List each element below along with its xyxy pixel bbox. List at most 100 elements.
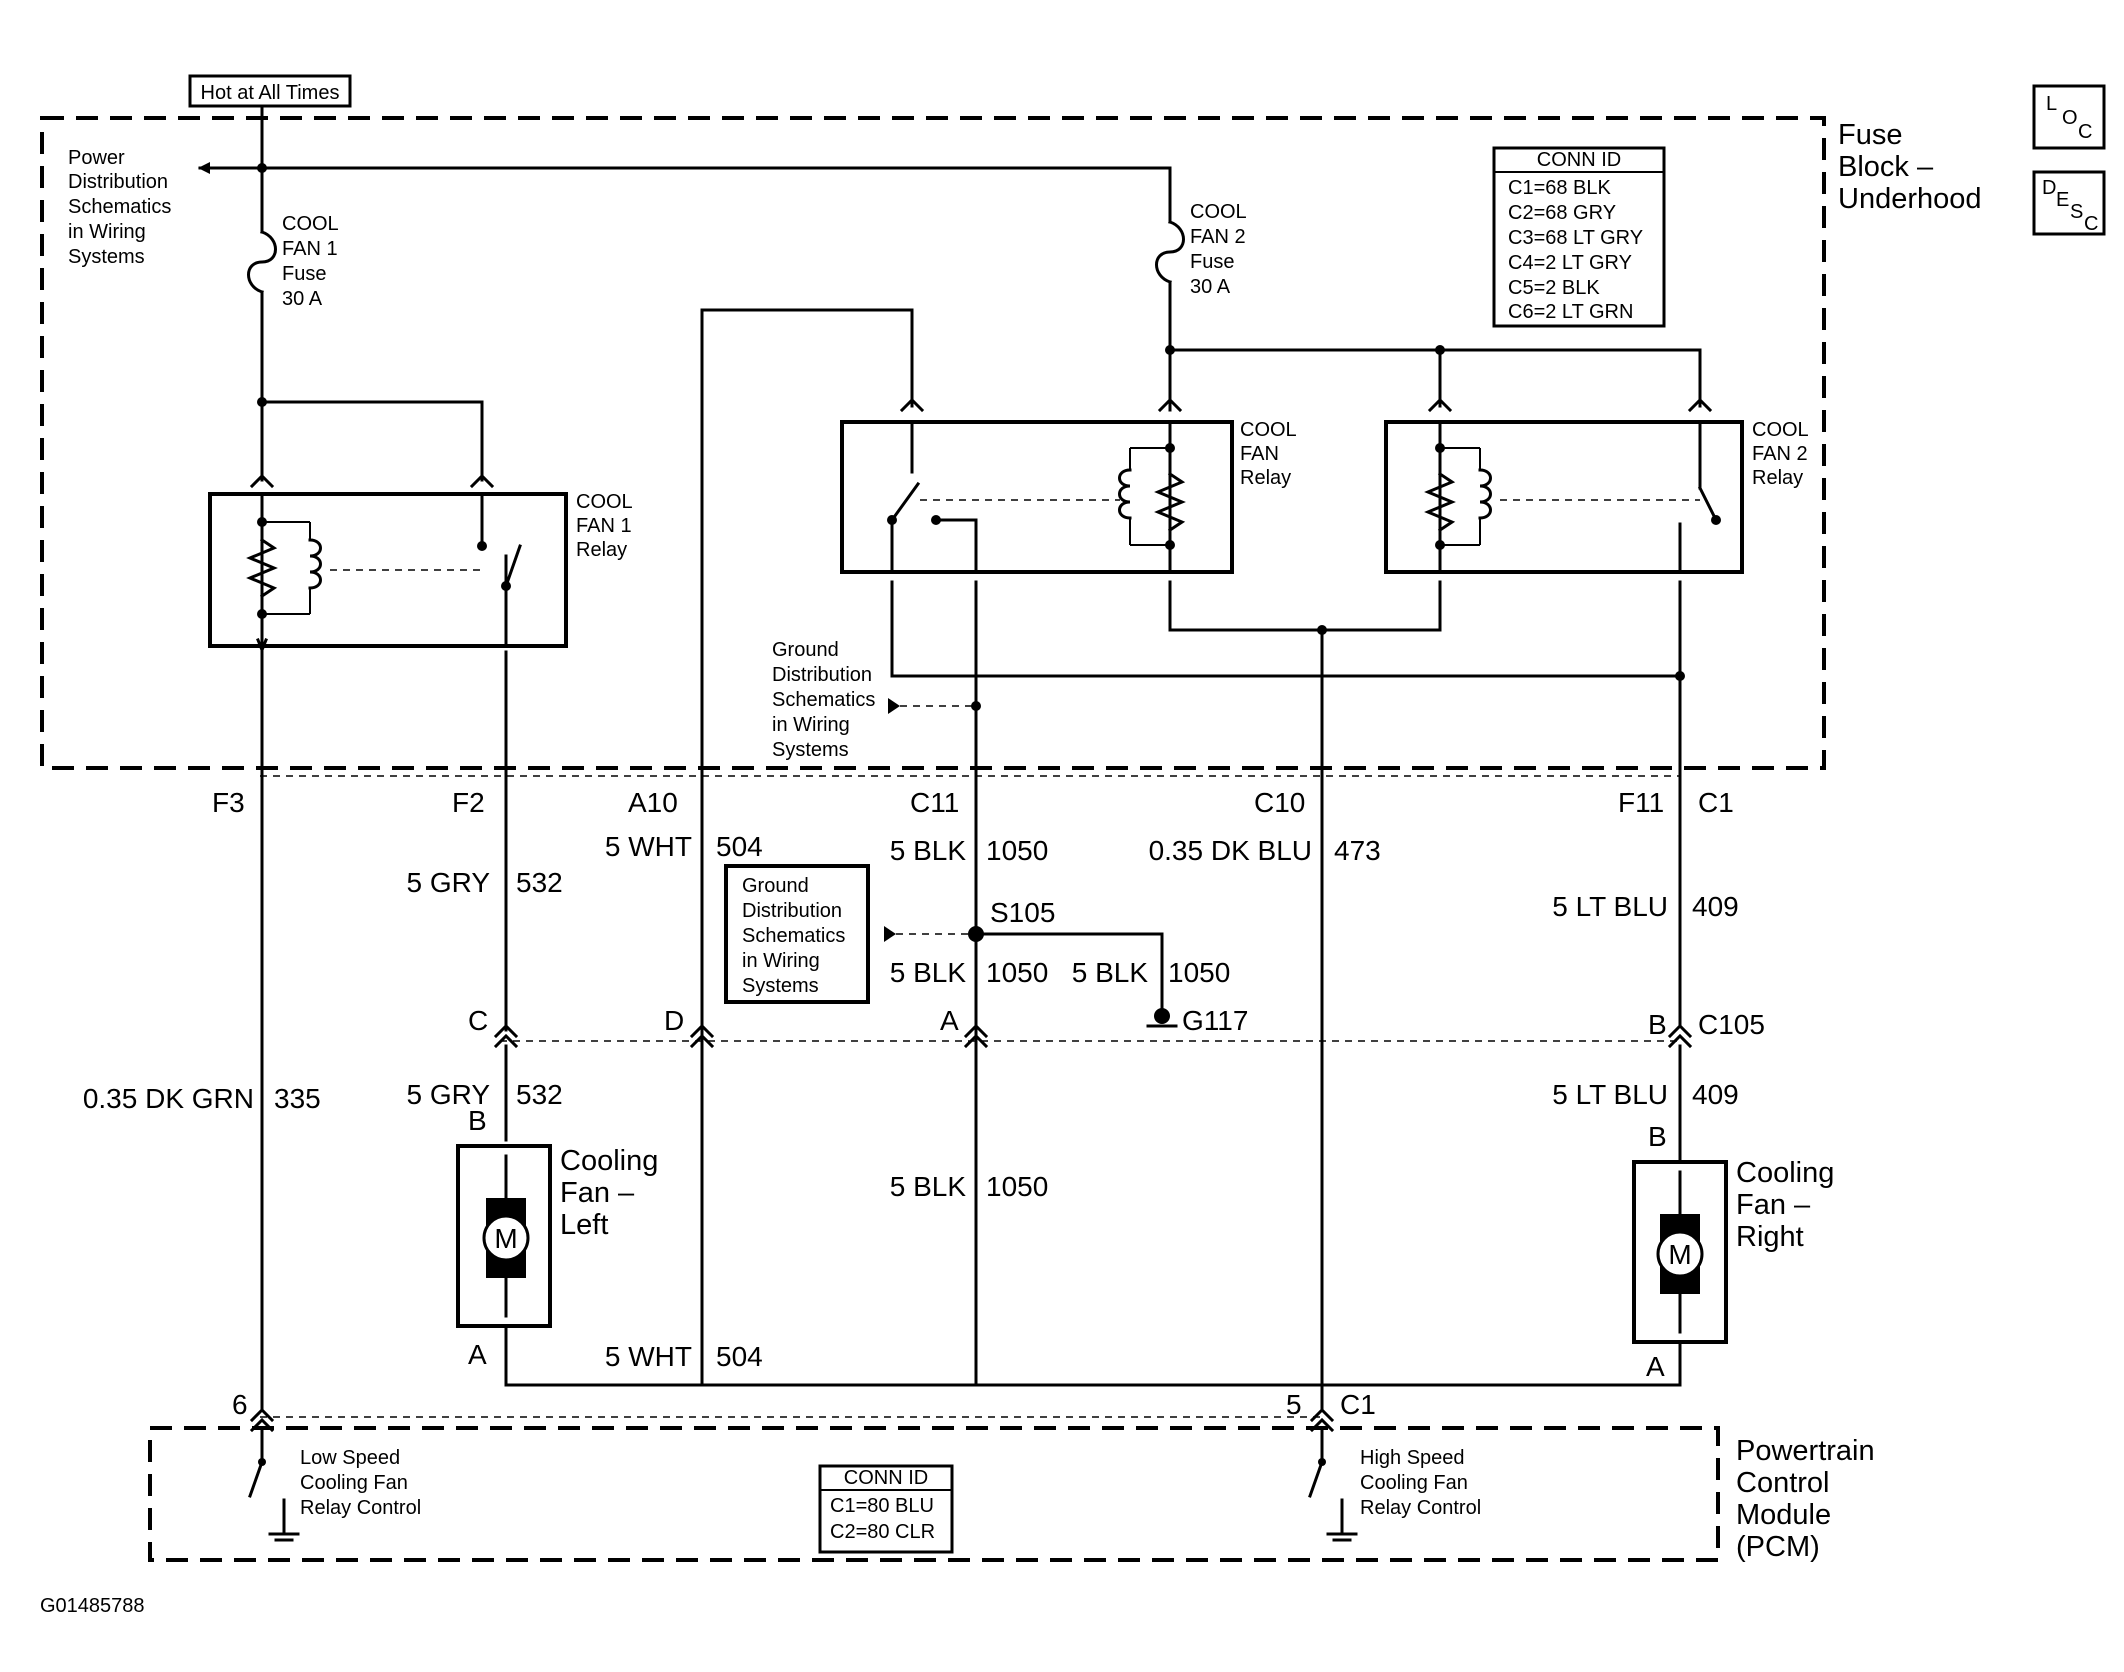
desc-icon[interactable]: D E S C bbox=[2032, 170, 2106, 236]
svg-text:Fuse: Fuse bbox=[282, 263, 326, 285]
splice-s105-label: S105 bbox=[990, 897, 1055, 928]
svg-text:Module: Module bbox=[1736, 1499, 1831, 1531]
svg-text:Low Speed: Low Speed bbox=[300, 1447, 400, 1469]
svg-text:Fuse: Fuse bbox=[1838, 119, 1902, 151]
svg-text:D: D bbox=[664, 1005, 684, 1036]
ground-distribution-reference-box: Ground Distribution Schematics in Wiring… bbox=[724, 864, 870, 1004]
fuse-block-connector-labels: F3 F2 A10 C11 C10 F11 C1 bbox=[212, 787, 1734, 818]
svg-text:335: 335 bbox=[274, 1083, 321, 1114]
svg-text:Power: Power bbox=[68, 147, 125, 169]
svg-text:in Wiring: in Wiring bbox=[772, 714, 850, 736]
svg-text:473: 473 bbox=[1334, 835, 1381, 866]
svg-text:1050: 1050 bbox=[986, 957, 1048, 988]
svg-text:5 BLK: 5 BLK bbox=[890, 835, 967, 866]
connector-c105: C D A B C105 bbox=[468, 1005, 1765, 1049]
pcm-connector-pins: 6 5 C1 bbox=[232, 1389, 1376, 1433]
fuse-block-underhood-label: Fuse Block – Underhood bbox=[1838, 119, 1982, 215]
svg-text:Systems: Systems bbox=[68, 246, 145, 268]
svg-text:5 LT BLU: 5 LT BLU bbox=[1552, 891, 1668, 922]
svg-text:Right: Right bbox=[1736, 1221, 1804, 1253]
loc-icon[interactable]: L O C bbox=[2032, 84, 2106, 150]
svg-text:30 A: 30 A bbox=[1190, 276, 1231, 298]
svg-text:in Wiring: in Wiring bbox=[742, 950, 820, 972]
cooling-fan-left: B M Cooling Fan – Left A bbox=[456, 1105, 658, 1370]
svg-text:COOL: COOL bbox=[282, 213, 339, 235]
svg-text:0.35 DK GRN: 0.35 DK GRN bbox=[83, 1083, 254, 1114]
svg-text:Relay Control: Relay Control bbox=[300, 1497, 421, 1519]
motor-icon bbox=[1656, 1230, 1704, 1278]
svg-text:E: E bbox=[2056, 189, 2069, 211]
pcm-boundary bbox=[148, 1426, 1720, 1562]
ground-g117-label: G117 bbox=[1182, 1005, 1248, 1036]
svg-text:Relay: Relay bbox=[1240, 467, 1291, 489]
svg-text:5 GRY: 5 GRY bbox=[406, 867, 490, 898]
svg-text:Systems: Systems bbox=[742, 975, 819, 997]
svg-text:A10: A10 bbox=[628, 787, 678, 818]
svg-text:D: D bbox=[2042, 177, 2056, 199]
svg-text:C11: C11 bbox=[910, 787, 959, 818]
svg-text:5 WHT: 5 WHT bbox=[605, 1341, 692, 1372]
svg-text:A: A bbox=[940, 1005, 959, 1036]
svg-text:FAN 1: FAN 1 bbox=[576, 515, 632, 537]
svg-text:Cooling Fan: Cooling Fan bbox=[1360, 1472, 1468, 1494]
svg-text:Distribution: Distribution bbox=[68, 171, 168, 193]
svg-text:C2=80 CLR: C2=80 CLR bbox=[830, 1521, 935, 1543]
svg-text:Block –: Block – bbox=[1838, 151, 1934, 183]
svg-text:C4=2 LT GRY: C4=2 LT GRY bbox=[1508, 252, 1632, 274]
ground-distribution-reference-top: Ground Distribution Schematics in Wiring… bbox=[772, 639, 976, 761]
svg-text:F11: F11 bbox=[1618, 787, 1664, 818]
svg-text:Relay: Relay bbox=[1752, 467, 1803, 489]
svg-text:532: 532 bbox=[516, 867, 563, 898]
wire-labels: 5 WHT 504 5 GRY 532 5 BLK 1050 0.35 DK B… bbox=[83, 831, 1739, 1372]
svg-text:5 BLK: 5 BLK bbox=[890, 957, 967, 988]
svg-text:Cooling: Cooling bbox=[560, 1145, 658, 1177]
svg-text:504: 504 bbox=[716, 1341, 763, 1372]
low-speed-relay-control: Low Speed Cooling Fan Relay Control bbox=[248, 1428, 421, 1542]
svg-text:C1=80 BLU: C1=80 BLU bbox=[830, 1495, 934, 1517]
svg-text:Left: Left bbox=[560, 1209, 608, 1241]
motor-icon bbox=[482, 1214, 530, 1262]
svg-text:FAN 2: FAN 2 bbox=[1752, 443, 1808, 465]
svg-text:Fan –: Fan – bbox=[1736, 1189, 1811, 1221]
svg-text:Cooling Fan: Cooling Fan bbox=[300, 1472, 408, 1494]
svg-text:COOL: COOL bbox=[1190, 201, 1247, 223]
svg-text:5: 5 bbox=[1286, 1389, 1302, 1420]
svg-text:M: M bbox=[494, 1223, 517, 1254]
conn-id-table-pcm: CONN ID C1=80 BLU C2=80 CLR bbox=[818, 1464, 954, 1554]
svg-text:COOL: COOL bbox=[576, 491, 633, 513]
svg-text:B: B bbox=[1648, 1121, 1667, 1152]
svg-text:Systems: Systems bbox=[772, 739, 849, 761]
svg-text:5 GRY: 5 GRY bbox=[406, 1079, 490, 1110]
svg-text:(PCM): (PCM) bbox=[1736, 1531, 1820, 1563]
svg-text:C1: C1 bbox=[1698, 787, 1734, 818]
relay-cool-fan: COOL FAN Relay bbox=[840, 397, 1297, 574]
svg-text:Control: Control bbox=[1736, 1467, 1830, 1499]
svg-text:C6=2 LT GRN: C6=2 LT GRN bbox=[1508, 301, 1633, 323]
svg-text:1050: 1050 bbox=[986, 835, 1048, 866]
svg-text:5 BLK: 5 BLK bbox=[1072, 957, 1149, 988]
svg-text:5 LT BLU: 5 LT BLU bbox=[1552, 1079, 1668, 1110]
svg-text:L: L bbox=[2046, 93, 2057, 115]
conn-id-table-fuse-block: CONN ID C1=68 BLK C2=68 GRY C3=68 LT GRY… bbox=[1492, 146, 1666, 328]
high-speed-relay-control: High Speed Cooling Fan Relay Control bbox=[1308, 1428, 1481, 1542]
svg-text:COOL: COOL bbox=[1752, 419, 1809, 441]
svg-text:FAN 1: FAN 1 bbox=[282, 238, 338, 260]
relay-cool-fan-2: COOL FAN 2 Relay bbox=[1384, 397, 1809, 574]
svg-text:6: 6 bbox=[232, 1389, 248, 1420]
svg-text:5 BLK: 5 BLK bbox=[890, 1171, 967, 1202]
svg-text:C5=2 BLK: C5=2 BLK bbox=[1508, 277, 1600, 299]
svg-text:Cooling: Cooling bbox=[1736, 1157, 1834, 1189]
svg-text:Schematics: Schematics bbox=[68, 196, 171, 218]
svg-text:High Speed: High Speed bbox=[1360, 1447, 1465, 1469]
svg-text:M: M bbox=[1668, 1239, 1691, 1270]
power-distribution-reference: Power Distribution Schematics in Wiring … bbox=[68, 147, 171, 268]
svg-text:C10: C10 bbox=[1254, 787, 1305, 818]
svg-text:A: A bbox=[468, 1339, 487, 1370]
svg-text:FAN: FAN bbox=[1240, 443, 1279, 465]
svg-text:C2=68 GRY: C2=68 GRY bbox=[1508, 202, 1616, 224]
svg-text:C3=68 LT GRY: C3=68 LT GRY bbox=[1508, 227, 1643, 249]
fuse-cool-fan-1: COOL FAN 1 Fuse 30 A bbox=[247, 213, 339, 404]
svg-text:CONN ID: CONN ID bbox=[1537, 149, 1621, 171]
pcm-label: Powertrain Control Module (PCM) bbox=[1736, 1435, 1875, 1563]
svg-text:Ground: Ground bbox=[772, 639, 839, 661]
